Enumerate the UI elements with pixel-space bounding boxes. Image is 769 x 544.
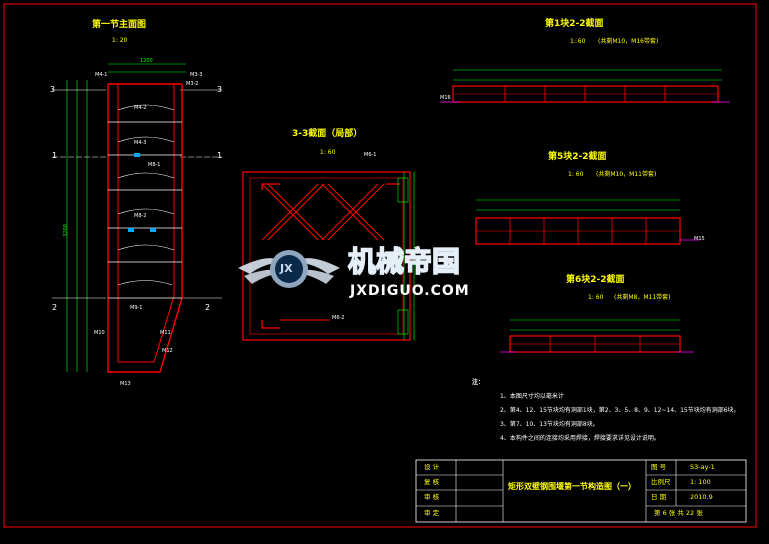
watermark-logo [238, 250, 340, 288]
member-label: M8-2 [134, 213, 147, 219]
note-item: 2、第4、12、15节块均有洞部1块，第2、3、5、8、9、12~14、15节块… [500, 407, 740, 414]
tb-field-value: 1: 100 [690, 478, 711, 486]
section-5-scale: 1: 60 [568, 171, 584, 178]
section-3-3-scale: 1: 60 [320, 149, 336, 156]
watermark-en: JXDIGUO.COM [350, 283, 470, 299]
section-mark-2-left: 2 [52, 303, 58, 312]
member-label: M12 [162, 348, 173, 354]
tb-label-check: 复 核 [424, 478, 440, 486]
watermark-cn: 机械帝国 [347, 245, 461, 278]
section-1-elevation [440, 69, 730, 103]
tb-field-label: 图 号 [651, 463, 667, 471]
front-width-dim: 1200 [140, 58, 153, 64]
member-label: M10 [94, 330, 105, 336]
section-mark-3-right: 3 [217, 85, 223, 94]
section-1-note: (共剩M10，M16带套) [598, 38, 659, 45]
tb-label-review: 审 核 [424, 493, 440, 501]
section-3-3 [242, 171, 415, 341]
section-mark-3-left: 3 [50, 85, 56, 94]
drawing-title: 矩形双壁钢围堰第一节构造图（一） [508, 482, 636, 491]
notes-heading: 注： [472, 379, 485, 386]
tb-field-label: 日 期 [651, 493, 667, 501]
section-6-scale: 1: 60 [588, 294, 604, 301]
front-view [52, 63, 222, 373]
section-mark-1-right: 1 [217, 151, 223, 160]
section-5-note: (共剩M10，M11带套) [596, 171, 657, 178]
front-view-title: 第一节主面图 [92, 20, 147, 30]
section-mark-1-left: 1 [52, 151, 58, 160]
watermark-badge: JX [280, 262, 293, 275]
front-view-scale: 1: 20 [112, 37, 128, 44]
section-3-3-title: 3-3截面（局部） [292, 129, 363, 139]
front-height-dim: 3200 [62, 224, 69, 237]
member-label: M15 [694, 236, 705, 242]
member-label: M6-1 [364, 152, 377, 158]
tb-field-value: 2010.9 [690, 493, 713, 501]
section-mark-2-right: 2 [205, 303, 211, 312]
section-5-elevation [475, 199, 700, 245]
member-label: M3-3 [190, 72, 203, 78]
member-label: M11 [160, 330, 171, 336]
section-6-elevation [500, 319, 694, 353]
member-label: M4-2 [134, 105, 147, 111]
tb-label-design: 设 计 [424, 463, 440, 471]
tb-field-value: S3-ay-1 [690, 463, 715, 471]
note-item: 3、第7、10、13节块均有洞部8块。 [500, 421, 599, 428]
member-label: M16 [440, 95, 451, 101]
member-label: M9-1 [130, 305, 143, 311]
section-1-title: 第1块2-2截面 [545, 19, 604, 29]
tb-label-approve: 审 定 [424, 509, 440, 517]
sheet-number: 第 6 张 共 22 张 [654, 509, 703, 517]
title-block [415, 459, 747, 523]
member-label: M3-2 [186, 81, 199, 87]
section-6-note: (共剩M8，M11带套) [614, 294, 671, 301]
section-6-title: 第6块2-2截面 [566, 275, 625, 285]
member-label: M13 [120, 381, 131, 387]
member-label: M4-1 [95, 72, 108, 78]
section-5-title: 第5块2-2截面 [548, 152, 607, 162]
section-1-scale: 1: 60 [570, 38, 586, 45]
note-item: 1、本图尺寸均以毫米计 [500, 393, 564, 400]
note-item: 4、本构件之间的连接均采用焊接，焊接要求详见设计说明。 [500, 435, 660, 442]
member-label: M8-1 [148, 162, 161, 168]
member-label: M4-3 [134, 140, 147, 146]
drawing-frame [3, 3, 757, 528]
member-label: M6-2 [332, 315, 345, 321]
tb-field-label: 比例尺 [651, 478, 671, 486]
